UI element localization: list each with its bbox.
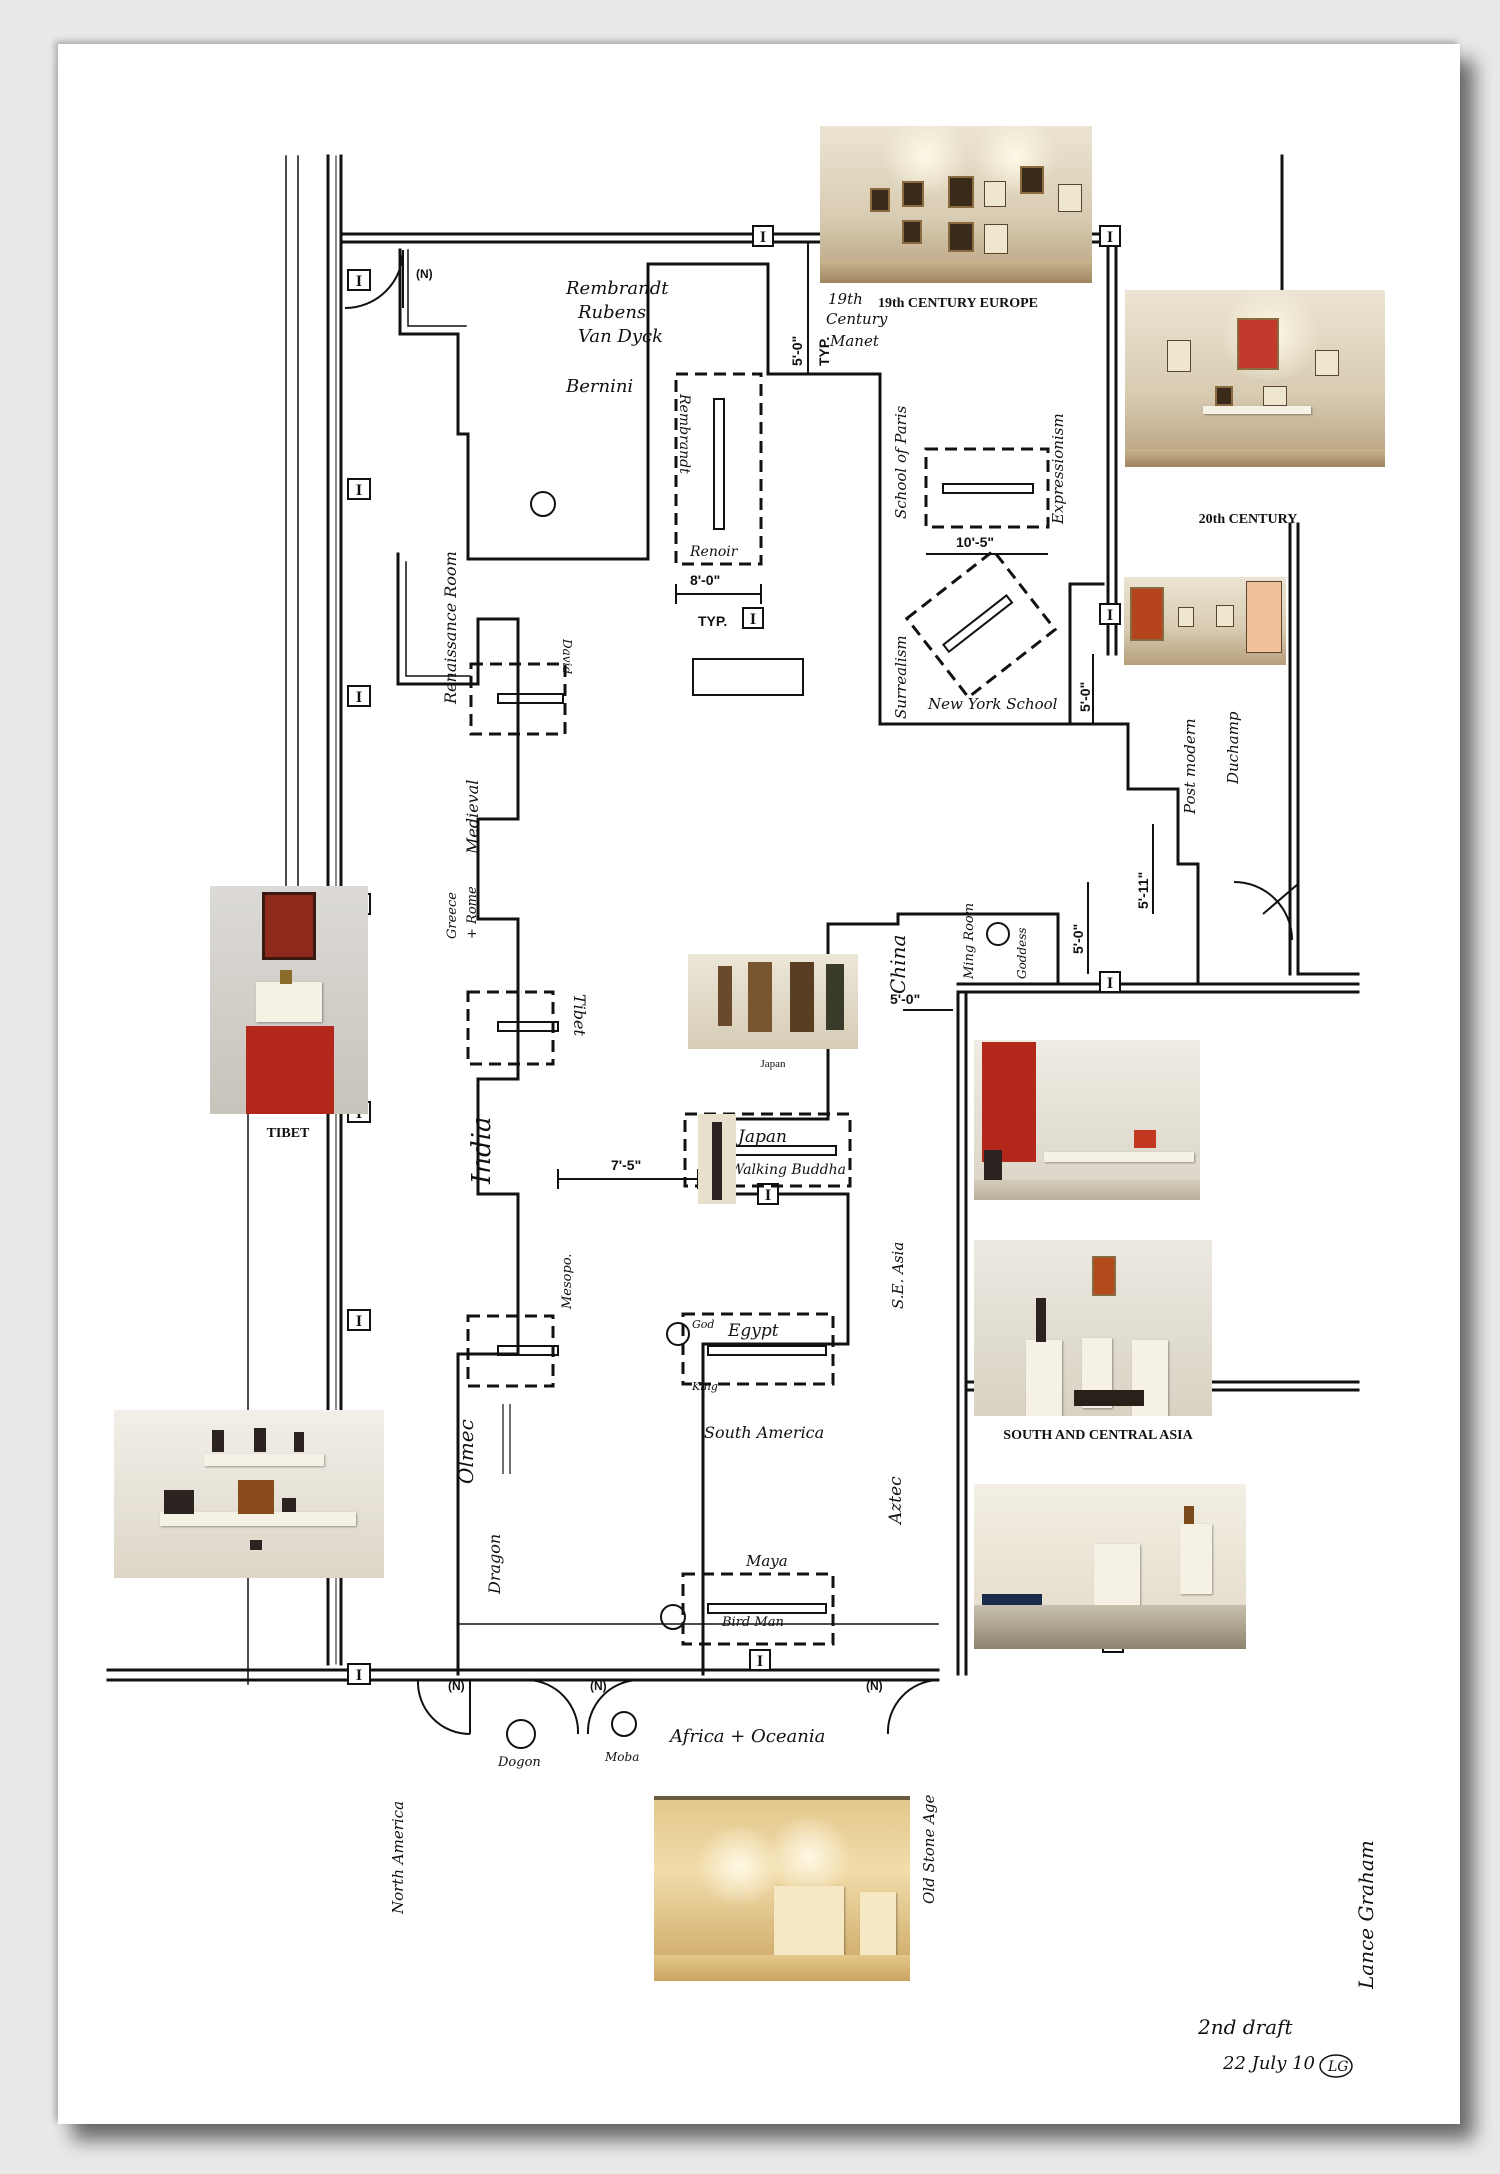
- svg-text:I: I: [760, 229, 766, 246]
- svg-text:Egypt: Egypt: [727, 1321, 779, 1341]
- svg-text:Rembrandt: Rembrandt: [676, 393, 692, 474]
- caption-south-central-asia: SOUTH AND CENTRAL ASIA: [1003, 1428, 1193, 1443]
- photo-tibet: [210, 886, 368, 1114]
- svg-text:Renaissance Room: Renaissance Room: [441, 551, 460, 705]
- svg-text:Goddess: Goddess: [1015, 927, 1029, 979]
- svg-text:TYP.: TYP.: [698, 613, 727, 629]
- svg-text:Century: Century: [826, 310, 888, 328]
- caption-japan: Japan: [760, 1058, 786, 1070]
- svg-text:Mesopo.: Mesopo.: [560, 1253, 575, 1310]
- svg-text:7'-5": 7'-5": [611, 1157, 641, 1173]
- svg-text:Bird Man: Bird Man: [721, 1615, 784, 1630]
- svg-text:5'-0": 5'-0": [890, 991, 920, 1007]
- svg-text:Manet: Manet: [829, 332, 880, 350]
- svg-text:5'-11": 5'-11": [1135, 872, 1151, 909]
- svg-text:5'-0": 5'-0": [1077, 682, 1093, 712]
- svg-text:I: I: [356, 689, 362, 706]
- svg-text:(N): (N): [866, 1679, 883, 1693]
- svg-text:LG: LG: [1327, 2059, 1348, 2075]
- svg-text:I: I: [1107, 229, 1113, 246]
- svg-text:I: I: [765, 1187, 771, 1204]
- svg-text:God: God: [692, 1318, 714, 1331]
- svg-text:Greece: Greece: [445, 892, 460, 939]
- svg-text:Aztec: Aztec: [886, 1476, 906, 1526]
- svg-text:David: David: [560, 638, 574, 674]
- svg-text:2nd draft: 2nd draft: [1197, 2015, 1293, 2039]
- svg-text:+ Rome: + Rome: [465, 886, 480, 939]
- photo-gallery-view: [974, 1484, 1246, 1649]
- svg-text:I: I: [356, 482, 362, 499]
- svg-text:Lance Graham: Lance Graham: [1354, 1840, 1378, 1990]
- caption-19th-century-europe: 19th CENTURY EUROPE: [877, 296, 1038, 311]
- svg-text:Dragon: Dragon: [485, 1534, 504, 1595]
- svg-text:China: China: [886, 935, 910, 994]
- svg-text:I: I: [356, 273, 362, 290]
- photo-ming-room: [974, 1040, 1200, 1200]
- svg-text:5'-0": 5'-0": [789, 336, 805, 366]
- svg-text:King: King: [691, 1380, 718, 1393]
- svg-text:22 July 10: 22 July 10: [1222, 2053, 1315, 2074]
- svg-text:Medieval: Medieval: [463, 780, 482, 855]
- svg-text:I: I: [356, 1313, 362, 1330]
- svg-text:5'-0": 5'-0": [1070, 924, 1086, 954]
- svg-text:Africa + Oceania: Africa + Oceania: [668, 1726, 825, 1747]
- svg-text:Renoir: Renoir: [689, 544, 739, 560]
- svg-text:I: I: [356, 1667, 362, 1684]
- photo-olmec-case: [114, 1410, 384, 1578]
- svg-text:New York School: New York School: [927, 695, 1058, 713]
- svg-text:School of Paris: School of Paris: [892, 405, 910, 519]
- svg-text:Walking Buddha: Walking Buddha: [730, 1162, 846, 1178]
- svg-text:19th: 19th: [828, 290, 863, 308]
- svg-text:Maya: Maya: [745, 1552, 788, 1570]
- caption-tibet: TIBET: [266, 1126, 310, 1141]
- svg-text:I: I: [1107, 975, 1113, 992]
- svg-text:10'-5": 10'-5": [956, 534, 994, 550]
- svg-text:(N): (N): [448, 1679, 465, 1693]
- svg-text:India: India: [467, 1117, 497, 1185]
- svg-text:TYP.: TYP.: [816, 337, 832, 366]
- svg-text:North America: North America: [389, 1801, 407, 1915]
- drawing-sheet: I II II II I II II II II: [58, 44, 1460, 2124]
- svg-text:S.E. Asia: S.E. Asia: [889, 1242, 907, 1309]
- svg-text:I: I: [750, 611, 756, 628]
- svg-text:Duchamp: Duchamp: [1224, 711, 1242, 785]
- photo-20th-century: [1125, 290, 1385, 467]
- floor-plan: I II II II I II II II II: [106, 154, 1378, 2078]
- caption-20th-century: 20th CENTURY: [1198, 512, 1298, 527]
- svg-text:(N): (N): [590, 1679, 607, 1693]
- photo-japan: [688, 954, 858, 1049]
- svg-text:Japan: Japan: [735, 1127, 787, 1147]
- svg-text:Bernini: Bernini: [565, 376, 633, 397]
- svg-text:Olmec: Olmec: [454, 1419, 478, 1484]
- photo-south-central-asia: [974, 1240, 1212, 1416]
- photo-africa-oceania: [654, 1796, 910, 1981]
- photo-walking-buddha: [698, 1114, 736, 1204]
- svg-text:Rembrandt: Rembrandt: [565, 278, 669, 299]
- svg-text:Dogon: Dogon: [497, 1755, 541, 1770]
- svg-text:8'-0": 8'-0": [690, 572, 720, 588]
- svg-text:Post modern: Post modern: [1181, 718, 1199, 815]
- photo-20th-century-detail: [1124, 577, 1286, 665]
- photo-19th-century-europe: [820, 126, 1092, 283]
- svg-text:Surrealism: Surrealism: [892, 635, 910, 719]
- svg-text:Moba: Moba: [604, 1750, 639, 1764]
- svg-text:I: I: [757, 1653, 763, 1670]
- svg-text:Rubens: Rubens: [577, 302, 646, 323]
- svg-text:Tibet: Tibet: [570, 994, 589, 1037]
- svg-text:I: I: [1107, 607, 1113, 624]
- svg-text:Expressionism: Expressionism: [1049, 413, 1067, 525]
- svg-text:Ming Room: Ming Room: [962, 903, 977, 980]
- svg-text:Van Dyck: Van Dyck: [578, 326, 663, 347]
- svg-text:Old Stone Age: Old Stone Age: [920, 1794, 938, 1904]
- svg-text:(N): (N): [416, 267, 433, 281]
- svg-text:South America: South America: [704, 1423, 824, 1442]
